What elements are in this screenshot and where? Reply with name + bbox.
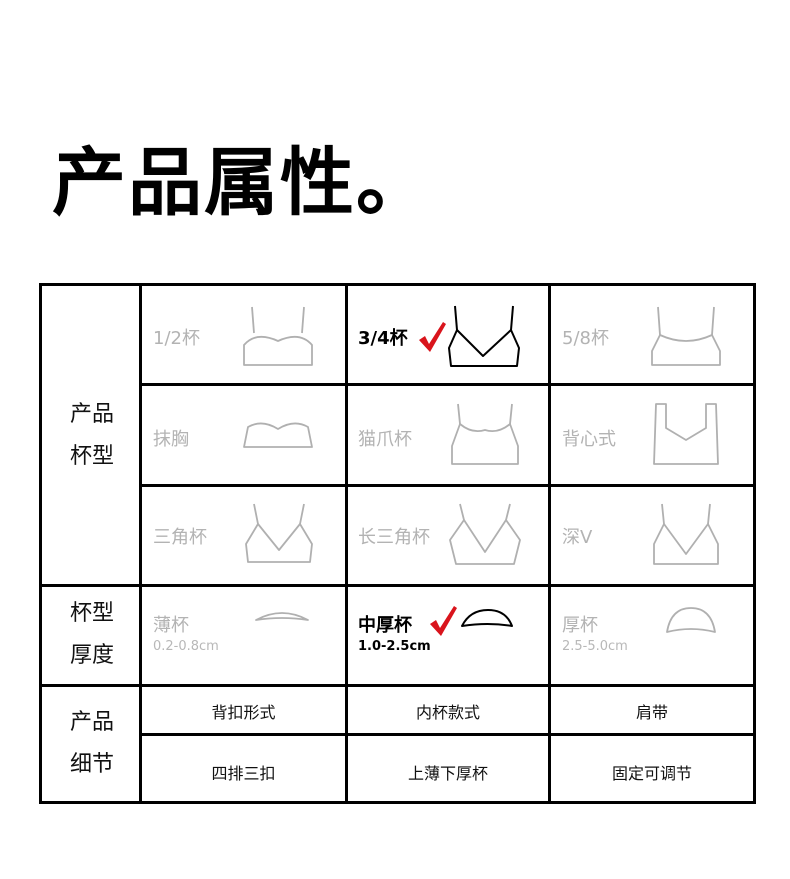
header-line: 杯型 xyxy=(69,601,114,626)
detail-value: 四排三扣 xyxy=(211,764,276,783)
medium-pad-icon xyxy=(461,609,513,627)
header-line: 杯型 xyxy=(69,443,114,469)
selected-check-icon xyxy=(419,322,446,352)
detail-column-header: 肩带 xyxy=(635,703,668,722)
cup-option-label: 猫爪杯 xyxy=(358,429,412,450)
cup-option-label: 5/8杯 xyxy=(562,328,609,349)
cup-option-label: 深V xyxy=(562,527,593,548)
thickness-label: 厚杯 xyxy=(562,615,598,636)
cup-option-label: 抹胸 xyxy=(153,429,189,450)
table-divider xyxy=(548,283,551,804)
detail-column-header: 内杯款式 xyxy=(415,703,480,722)
vest-bra-icon xyxy=(653,403,719,465)
table-border-left xyxy=(39,283,42,804)
details-header: 产品 细节 xyxy=(44,702,140,786)
table-border-bottom xyxy=(39,801,756,804)
table-divider xyxy=(39,684,756,687)
detail-column-header: 背扣形式 xyxy=(211,703,276,722)
thickness-range: 1.0-2.5cm xyxy=(358,639,431,654)
detail-value: 上薄下厚杯 xyxy=(407,764,488,783)
half-cup-bra-icon xyxy=(243,306,313,366)
tube-bra-icon xyxy=(243,422,313,448)
cup-option-label: 1/2杯 xyxy=(153,328,200,349)
deep-v-bra-icon xyxy=(653,503,719,565)
page-title: 产品属性。 xyxy=(52,140,432,226)
cup-option-label: 背心式 xyxy=(562,429,616,450)
cup-option-label: 三角杯 xyxy=(153,527,207,548)
selected-check-icon xyxy=(430,606,457,636)
header-line: 产品 xyxy=(69,710,114,735)
thickness-range: 2.5-5.0cm xyxy=(562,639,628,654)
cup-option-label: 长三角杯 xyxy=(358,527,430,548)
three-quarter-cup-bra-icon xyxy=(448,305,520,367)
detail-value: 固定可调节 xyxy=(611,764,692,783)
thickness-label: 中厚杯 xyxy=(358,615,412,636)
header-line: 产品 xyxy=(69,402,114,427)
triangle-cup-bra-icon xyxy=(245,503,313,563)
table-border-top xyxy=(39,283,756,286)
five-eighths-cup-bra-icon xyxy=(651,306,721,366)
header-line: 细节 xyxy=(69,751,114,777)
table-divider xyxy=(140,484,756,487)
header-line: 厚度 xyxy=(69,642,114,668)
thick-pad-icon xyxy=(666,607,716,633)
cup-option-label: 3/4杯 xyxy=(358,328,408,349)
thin-pad-icon xyxy=(255,612,309,621)
cup-type-header: 产品 杯型 xyxy=(44,394,140,478)
table-divider xyxy=(139,283,142,804)
table-divider xyxy=(140,733,756,736)
thickness-range: 0.2-0.8cm xyxy=(153,639,219,654)
table-divider xyxy=(140,383,756,386)
cup-thickness-header: 杯型 厚度 xyxy=(44,593,140,677)
table-border-right xyxy=(753,283,756,804)
long-triangle-cup-bra-icon xyxy=(449,503,521,565)
cat-paw-cup-bra-icon xyxy=(451,403,519,465)
thickness-label: 薄杯 xyxy=(153,615,189,636)
table-divider xyxy=(345,283,348,804)
table-divider xyxy=(39,584,756,587)
